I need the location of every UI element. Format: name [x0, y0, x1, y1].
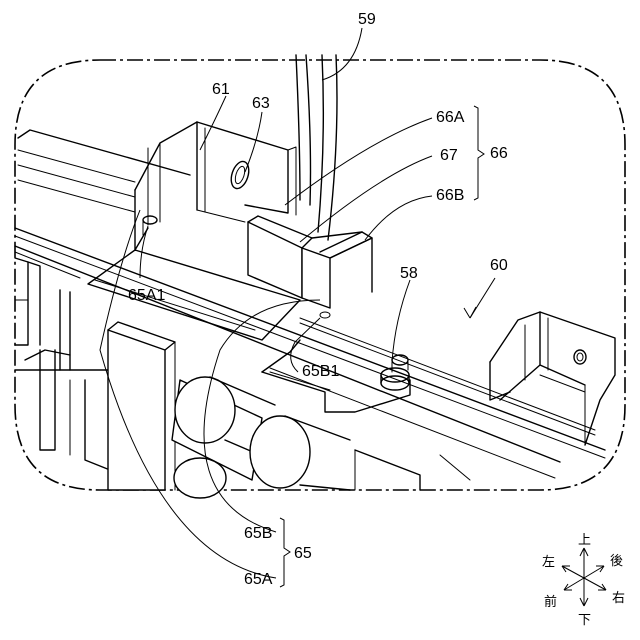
lower-frame [15, 258, 110, 470]
label-61: 61 [212, 81, 230, 98]
bracket-65B [262, 312, 410, 412]
harness-59 [296, 55, 337, 240]
right-bracket-hole [574, 350, 586, 364]
brace-66 [474, 106, 484, 200]
label-65A: 65A [244, 571, 273, 588]
label-60: 60 [490, 257, 508, 274]
label-63: 63 [252, 95, 270, 112]
direction-up: 上 [578, 533, 591, 548]
label-65B: 65B [244, 525, 272, 542]
direction-down: 下 [578, 613, 591, 628]
screw-58 [381, 355, 409, 390]
clamp-66 [248, 216, 372, 308]
label-65B1: 65B1 [302, 363, 339, 380]
direction-right: 右 [612, 591, 625, 606]
right-bracket [490, 312, 615, 445]
direction-front: 前 [544, 594, 557, 610]
battery-cells [172, 377, 470, 498]
bracket-61 [135, 122, 296, 250]
drawing-body [15, 55, 615, 498]
direction-legend: 上 後 左 右 前 下 [542, 533, 625, 628]
brace-65 [280, 518, 290, 587]
label-59: 59 [358, 11, 376, 28]
label-58: 58 [400, 265, 418, 282]
label-65A1: 65A1 [128, 287, 165, 304]
rear-wall [18, 130, 190, 212]
label-65: 65 [294, 545, 312, 562]
label-66A: 66A [436, 109, 465, 126]
label-66: 66 [490, 145, 508, 162]
label-66B: 66B [436, 187, 464, 204]
direction-left: 左 [542, 555, 555, 570]
label-67: 67 [440, 147, 458, 164]
direction-rear: 後 [610, 554, 623, 569]
